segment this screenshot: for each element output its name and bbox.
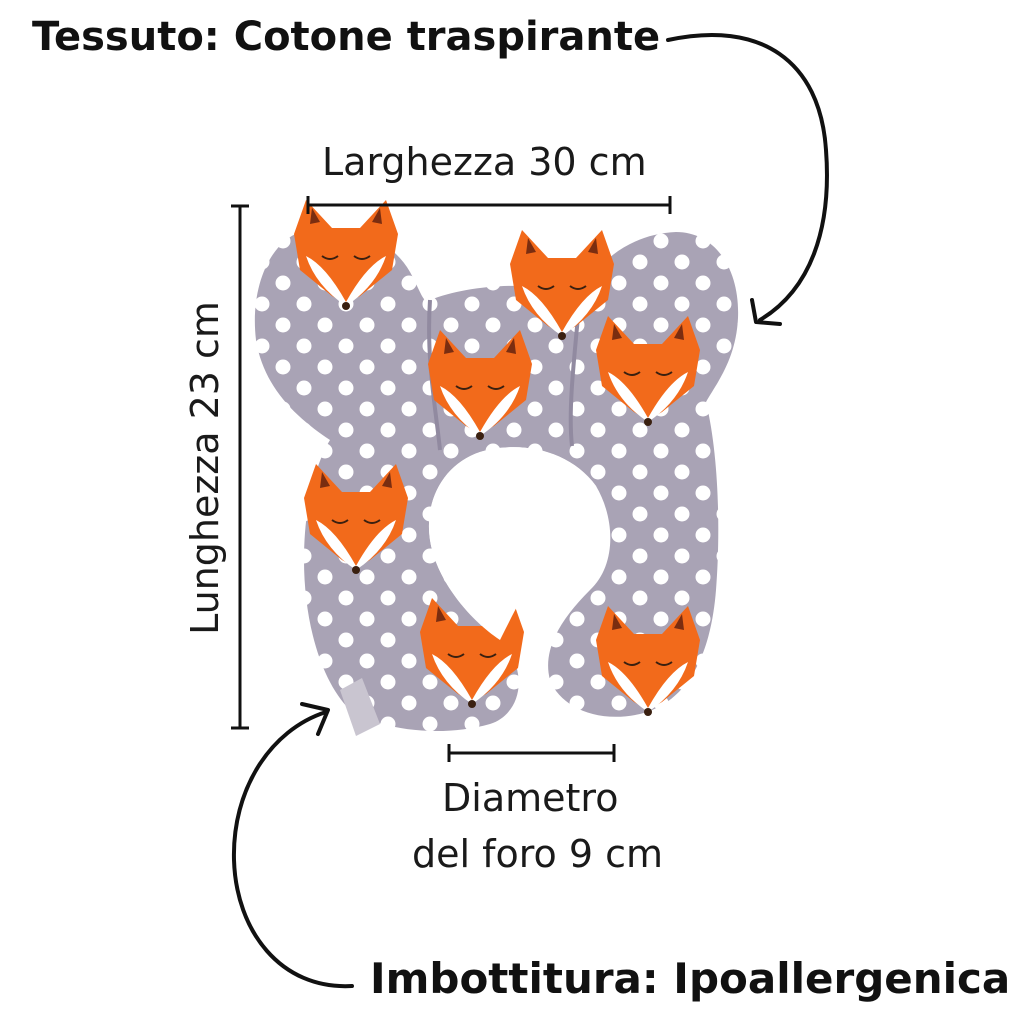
- padding-label: Imbottitura: Ipoallergenica: [370, 954, 1011, 1003]
- hole-diameter-label-line2: del foro 9 cm: [412, 832, 664, 876]
- pillow-tag: [340, 678, 380, 736]
- neck-pillow-illustration: [254, 199, 739, 736]
- fabric-label: Tessuto: Cotone traspirante: [32, 14, 661, 60]
- width-dimension: [306, 196, 672, 214]
- hole-dimension: [447, 744, 616, 762]
- fabric-arrow: [666, 32, 829, 326]
- length-label: Lunghezza 23 cm: [183, 301, 227, 635]
- width-label: Larghezza 30 cm: [322, 140, 647, 184]
- length-dimension: [231, 204, 249, 730]
- pillow-neck-hole: [428, 447, 599, 640]
- padding-arrow: [231, 702, 354, 989]
- hole-diameter-label-line1: Diametro: [442, 776, 619, 820]
